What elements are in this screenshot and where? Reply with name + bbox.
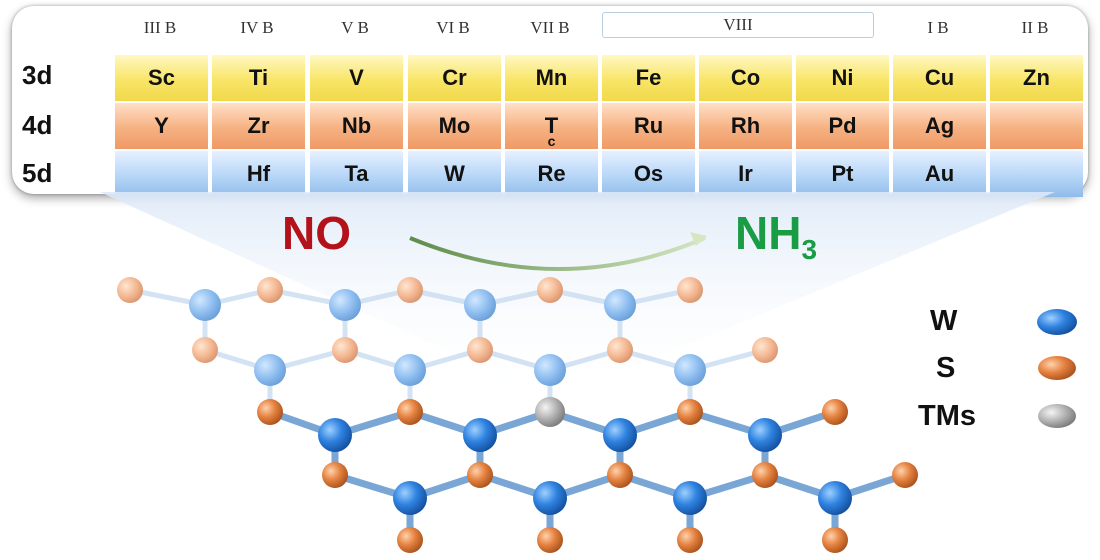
group-label-iiib: III B [143,18,177,37]
legend-label-tms: TMs [918,400,976,432]
group-label-viii: VIII [602,12,874,38]
element-cell-au: Au [893,151,986,197]
element-cell-ag: Ag [893,103,986,149]
element-cell-ru: Ru [602,103,695,149]
legend-tms-marker [1038,404,1076,428]
element-cell-mn: Mn [505,55,598,101]
element-cell-co: Co [699,55,792,101]
element-cell-sc: Sc [115,55,208,101]
element-cell-w: W [408,151,501,197]
element-cell-fe: Fe [602,55,695,101]
element-cell-empty-4d [990,103,1083,149]
reactant-label: NO [282,207,351,259]
element-cell-empty-5d-first [115,151,208,197]
row-label-5d: 5d [22,158,53,188]
ws2-lattice [117,277,918,553]
group-label-vb: V B [341,18,369,37]
element-cell-mo: Mo [408,103,501,149]
tm-dopant-atom [535,397,565,427]
element-cell-pt: Pt [796,151,889,197]
element-cell-y: Y [115,103,208,149]
group-label-ib: I B [927,18,949,37]
element-cell-rh: Rh [699,103,792,149]
legend-markers [1037,309,1077,428]
group-label-ivb: IV B [240,18,274,37]
element-cell-ir: Ir [699,151,792,197]
legend-w-marker [1037,309,1077,335]
element-cell-nb: Nb [310,103,403,149]
front-bonds [268,408,907,540]
w-atoms-back [189,289,706,386]
element-cell-ti: Ti [212,55,305,101]
w-atoms-front [318,418,852,515]
group-label-viib: VII B [530,18,570,37]
element-cell-cu: Cu [893,55,986,101]
element-cell-zr: Zr [212,103,305,149]
element-cell-pd: Pd [796,103,889,149]
element-cell-cr: Cr [408,55,501,101]
product-subscript: 3 [801,234,818,265]
element-cell-empty-5d-last [990,151,1083,197]
element-cell-ta: Ta [310,151,403,197]
element-cell-tc: T [505,103,598,149]
row-label-3d: 3d [22,60,53,90]
element-label-re: Re [537,161,566,186]
product-formula: NH [735,207,802,259]
s-atoms-front [257,399,918,553]
product-label: NH3 [735,206,817,266]
s-atoms-back [117,277,778,363]
element-cell-ni: Ni [796,55,889,101]
element-cell-hf: Hf [212,151,305,197]
legend-s-marker [1038,356,1076,380]
reaction-arrow [409,236,706,271]
legend-label-s: S [936,352,956,384]
element-cell-v: V [310,55,403,101]
group-label-iib: II B [1021,18,1049,37]
element-cell-zn: Zn [990,55,1083,101]
element-cell-os: Os [602,151,695,197]
legend-label-w: W [930,305,958,337]
tc-subscript-c: c [547,133,556,149]
group-label-vib: VI B [436,18,470,37]
row-label-4d: 4d [22,110,53,140]
reaction-arrow-head [690,232,707,246]
